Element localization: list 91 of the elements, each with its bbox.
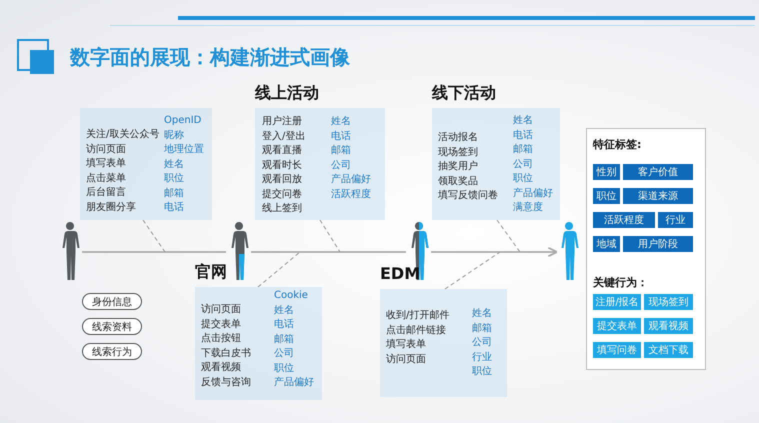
info-pill: 身份信息 (82, 293, 142, 310)
behavior-item: 填写表单 (386, 339, 426, 351)
attribute-item: Cookie (274, 290, 308, 302)
attribute-item: 邮箱 (513, 144, 533, 156)
behavior-tag: 提交表单 (593, 318, 641, 334)
behavior-item: 后台留言 (86, 187, 126, 199)
behavior-item: 观看回放 (262, 174, 302, 186)
attribute-item: 姓名 (274, 304, 294, 316)
attribute-item: 活跃程度 (331, 188, 371, 200)
behavior-item: 抽奖用户 (438, 161, 478, 173)
attribute-item: 邮箱 (274, 334, 294, 346)
attribute-item: 姓名 (513, 115, 533, 127)
behavior-item: 提交表单 (201, 318, 241, 330)
behavior-item: 提交问卷 (262, 188, 302, 200)
behavior-item: 访问页面 (86, 144, 126, 156)
behavior-item: 用户注册 (262, 116, 302, 128)
dashed-connector (320, 220, 340, 252)
attribute-item: 公司 (274, 348, 294, 360)
section-heading: 特征标签: (593, 139, 642, 151)
behavior-tag: 注册/报名 (593, 294, 641, 310)
behavior-item: 活动报名 (438, 132, 478, 144)
tag-panel (586, 128, 706, 370)
attribute-item: 满意度 (513, 202, 543, 214)
attribute-item: 职位 (164, 173, 184, 185)
feature-tag: 职位 (593, 188, 620, 204)
attribute-item: 姓名 (331, 116, 351, 128)
feature-tag: 行业 (658, 212, 693, 228)
dashed-connector (258, 252, 300, 288)
behavior-item: 填写表单 (86, 158, 126, 170)
info-panel (80, 108, 212, 220)
behavior-item: 关注/取关公众号 (86, 129, 160, 141)
dashed-connector (496, 220, 520, 252)
section-heading: 关键行为： (593, 277, 648, 289)
behavior-item: 观看视频 (201, 362, 241, 374)
attribute-item: 电话 (331, 130, 351, 142)
attribute-item: 电话 (164, 202, 184, 214)
feature-tag: 性别 (593, 164, 620, 180)
attribute-item: 姓名 (164, 158, 184, 170)
info-pill: 线索行为 (82, 343, 142, 360)
feature-tag: 用户阶段 (623, 236, 693, 252)
behavior-item: 收到/打开邮件 (386, 310, 450, 322)
attribute-item: 职位 (472, 366, 492, 378)
panel-heading: 线上活动 (255, 83, 319, 103)
behavior-tag: 现场签到 (644, 294, 693, 310)
dashed-connector (444, 252, 500, 290)
attribute-item: 职位 (513, 173, 533, 185)
attribute-item: 行业 (472, 352, 492, 364)
behavior-item: 朋友圈分享 (86, 202, 136, 214)
attribute-item: 公司 (513, 158, 533, 170)
behavior-tag: 观看视频 (644, 318, 693, 334)
attribute-item: 公司 (331, 160, 351, 172)
behavior-item: 线上签到 (262, 203, 302, 215)
behavior-item: 下载白皮书 (201, 348, 251, 360)
behavior-item: 点击按钮 (201, 333, 241, 345)
panel-heading: 官网 (195, 262, 227, 282)
attribute-item: 姓名 (472, 308, 492, 320)
title: 数字面的展现：构建渐进式画像 (70, 44, 350, 71)
behavior-item: 点击菜单 (86, 172, 126, 184)
attribute-item: 公司 (472, 337, 492, 349)
feature-tag: 地域 (593, 236, 620, 252)
behavior-item: 领取奖品 (438, 176, 478, 188)
feature-tag: 客户价值 (623, 164, 693, 180)
attribute-item: 电话 (513, 130, 533, 142)
attribute-item: 电话 (274, 319, 294, 331)
feature-tag: 渠道来源 (623, 188, 693, 204)
behavior-item: 登入/登出 (262, 130, 306, 142)
timeline-arrow (431, 246, 558, 258)
feature-tag: 活跃程度 (593, 212, 655, 228)
behavior-tag: 填写问卷 (593, 342, 641, 358)
behavior-item: 访问页面 (386, 354, 426, 366)
behavior-item: 访问页面 (201, 304, 241, 316)
attribute-item: 昵称 (164, 130, 184, 142)
attribute-item: 产品偏好 (274, 377, 314, 389)
behavior-item: 观看时长 (262, 160, 302, 172)
attribute-item: 职位 (274, 362, 294, 374)
attribute-item: 邮箱 (472, 322, 492, 334)
attribute-item: 地理位置 (164, 144, 204, 156)
attribute-item: 产品偏好 (331, 174, 371, 186)
attribute-item: OpenID (164, 115, 202, 127)
attribute-item: 邮箱 (331, 145, 351, 157)
dashed-connector (142, 220, 166, 252)
behavior-item: 点击邮件链接 (386, 324, 446, 336)
behavior-item: 观看直播 (262, 145, 302, 157)
attribute-item: 产品偏好 (513, 188, 553, 200)
behavior-item: 现场签到 (438, 146, 478, 158)
panel-heading: 线下活动 (432, 83, 496, 103)
behavior-item: 填写反馈问卷 (438, 190, 498, 202)
behavior-item: 反馈与咨询 (201, 376, 251, 388)
attribute-item: 邮箱 (164, 188, 184, 200)
behavior-tag: 文档下载 (644, 342, 693, 358)
info-pill: 线索资料 (82, 318, 142, 335)
